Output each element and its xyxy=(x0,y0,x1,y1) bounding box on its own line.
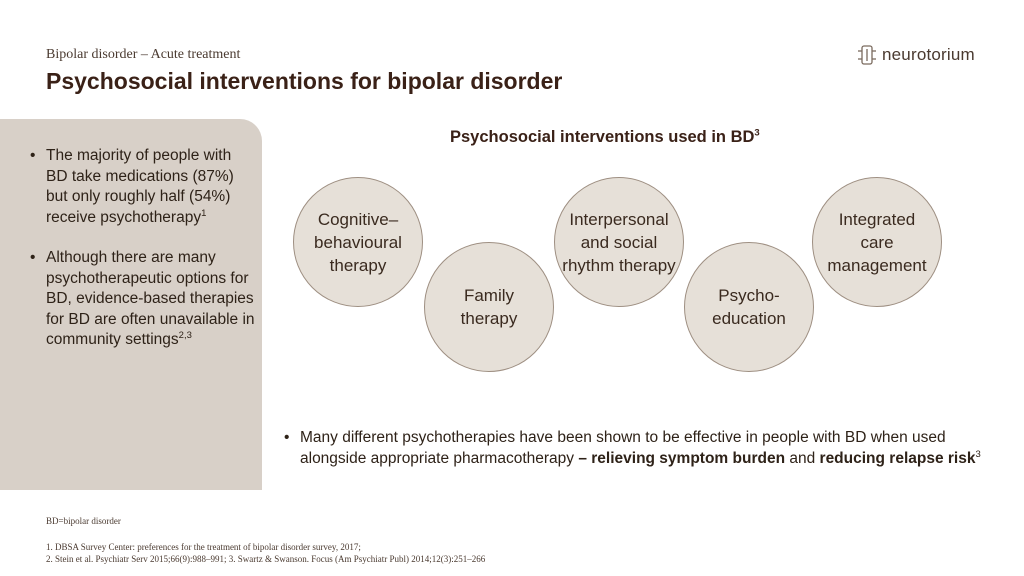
intervention-circle: Family therapy xyxy=(424,242,554,372)
section-subtitle: Bipolar disorder – Acute treatment xyxy=(46,47,241,62)
reference-marker: 2,3 xyxy=(178,329,192,341)
intervention-circle: Cognitive– behavioural therapy xyxy=(293,177,423,307)
reference-line-1: 1. DBSA Survey Center: preferences for t… xyxy=(46,542,361,552)
brain-logo-icon xyxy=(858,45,876,65)
sidebar-bullet: The majority of people with BD take medi… xyxy=(30,146,255,228)
summary-bullet: Many different psychotherapies have been… xyxy=(284,428,984,469)
page-title: Psychosocial interventions for bipolar d… xyxy=(46,68,563,94)
reference-line-2: 2. Stein et al. Psychiatr Serv 2015;66(9… xyxy=(46,554,486,564)
sidebar-bullet: Although there are many psychotherapeuti… xyxy=(30,248,255,351)
diagram-title: Psychosocial interventions used in BD3 xyxy=(450,127,760,146)
logo-text: neurotorium xyxy=(882,45,975,64)
intervention-circle: Psycho- education xyxy=(684,242,814,372)
sidebar-bullet-list: The majority of people with BD take medi… xyxy=(30,146,255,371)
reference-marker: 3 xyxy=(975,448,981,460)
sidebar-panel: The majority of people with BD take medi… xyxy=(0,119,262,490)
brand-logo: neurotorium xyxy=(857,44,975,66)
intervention-circle: Integrated care management xyxy=(812,177,942,307)
intervention-circle: Interpersonal and social rhythm therapy xyxy=(554,177,684,307)
reference-marker: 1 xyxy=(201,207,207,219)
reference-marker: 3 xyxy=(754,127,760,139)
abbreviation-note: BD=bipolar disorder xyxy=(46,516,121,526)
